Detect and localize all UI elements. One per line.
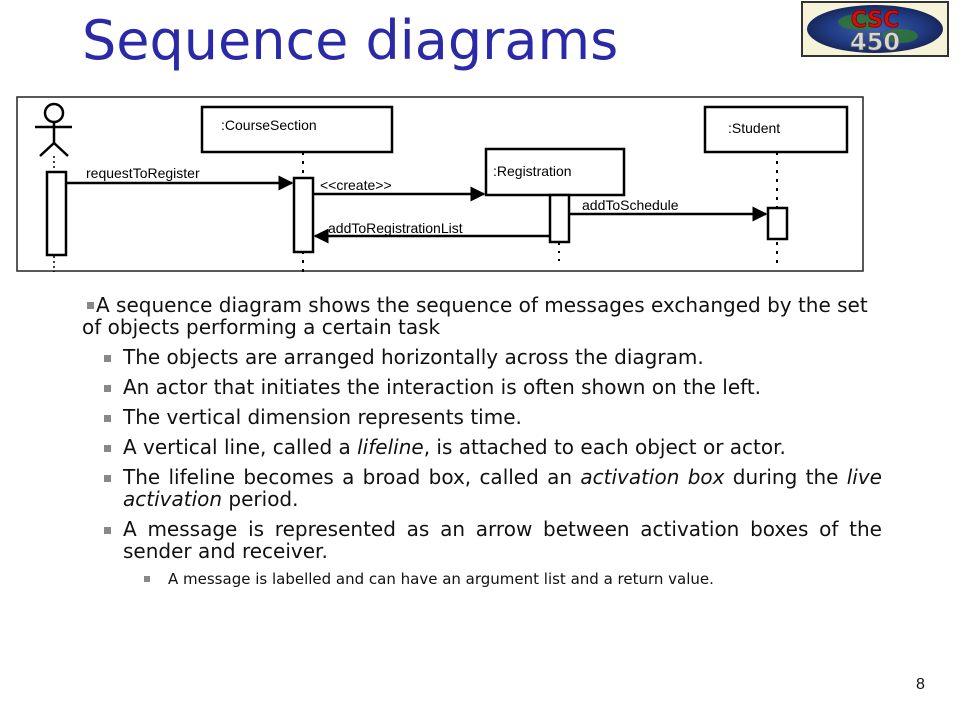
course-section-activation-box	[292, 176, 315, 254]
object-box-registration	[484, 147, 626, 197]
csc-450-logo: CSC 450	[801, 1, 949, 57]
sequence-diagram: :CourseSection :Registration :Student re…	[16, 96, 864, 272]
student-activation-box	[766, 206, 789, 241]
object-label-course-section: :CourseSection	[221, 117, 317, 133]
message-label-request-to-register: requestToRegister	[86, 165, 200, 181]
bullet-square-icon	[87, 302, 94, 309]
registration-activation-box	[548, 193, 571, 244]
bullet-square-icon	[104, 385, 111, 392]
bullet-text: A message is labelled and can have an ar…	[168, 570, 714, 588]
bullet-text: The objects are arranged horizontally ac…	[123, 345, 704, 369]
bullet-text: A message is represented as an arrow bet…	[123, 517, 882, 563]
bullet-text: A vertical line, called a	[123, 435, 358, 459]
bullet-item: An actor that initiates the interaction …	[82, 376, 882, 398]
slide-title: Sequence diagrams	[82, 9, 619, 72]
bullet-text: An actor that initiates the interaction …	[123, 375, 762, 399]
bullet-item: A sequence diagram shows the sequence of…	[82, 294, 882, 338]
object-box-student	[703, 105, 849, 154]
bullet-text: during the	[724, 465, 847, 489]
bullet-text: The vertical dimension represents time.	[123, 405, 522, 429]
bullet-item: A message is represented as an arrow bet…	[82, 518, 882, 562]
bullet-list: A sequence diagram shows the sequence of…	[82, 294, 882, 596]
message-label-create: <<create>>	[320, 177, 392, 193]
bullet-item: The vertical dimension represents time.	[82, 406, 882, 428]
page-number: 8	[916, 676, 925, 693]
message-label-add-to-registration-list: addToRegistrationList	[328, 220, 463, 236]
bullet-text: period.	[222, 487, 299, 511]
actor-activation-box	[45, 170, 68, 257]
term-activation-box: activation box	[580, 465, 725, 489]
object-box-course-section	[200, 105, 394, 154]
bullet-text: The lifeline becomes a broad box, called…	[123, 465, 581, 489]
term-lifeline: lifeline	[357, 435, 424, 459]
bullet-item: The lifeline becomes a broad box, called…	[82, 466, 882, 510]
bullet-item: The objects are arranged horizontally ac…	[82, 346, 882, 368]
object-label-registration: :Registration	[493, 163, 572, 179]
actor-icon	[35, 102, 72, 157]
message-label-add-to-schedule: addToSchedule	[582, 197, 679, 213]
term-live-activation: live activation	[123, 465, 882, 511]
object-label-student: :Student	[728, 120, 780, 136]
bullet-square-icon	[144, 576, 150, 582]
bullet-square-icon	[104, 527, 111, 534]
bullet-square-icon	[104, 415, 111, 422]
bullet-text: , is attached to each object or actor.	[423, 435, 786, 459]
logo-text-450: 450	[850, 28, 900, 56]
bullet-text: A sequence diagram shows the sequence of…	[82, 293, 868, 339]
bullet-square-icon	[104, 355, 111, 362]
bullet-item: A vertical line, called a lifeline, is a…	[82, 436, 882, 458]
logo-text-csc: CSC	[851, 8, 900, 33]
bullet-item: A message is labelled and can have an ar…	[82, 570, 882, 588]
bullet-square-icon	[104, 475, 111, 482]
bullet-square-icon	[104, 445, 111, 452]
